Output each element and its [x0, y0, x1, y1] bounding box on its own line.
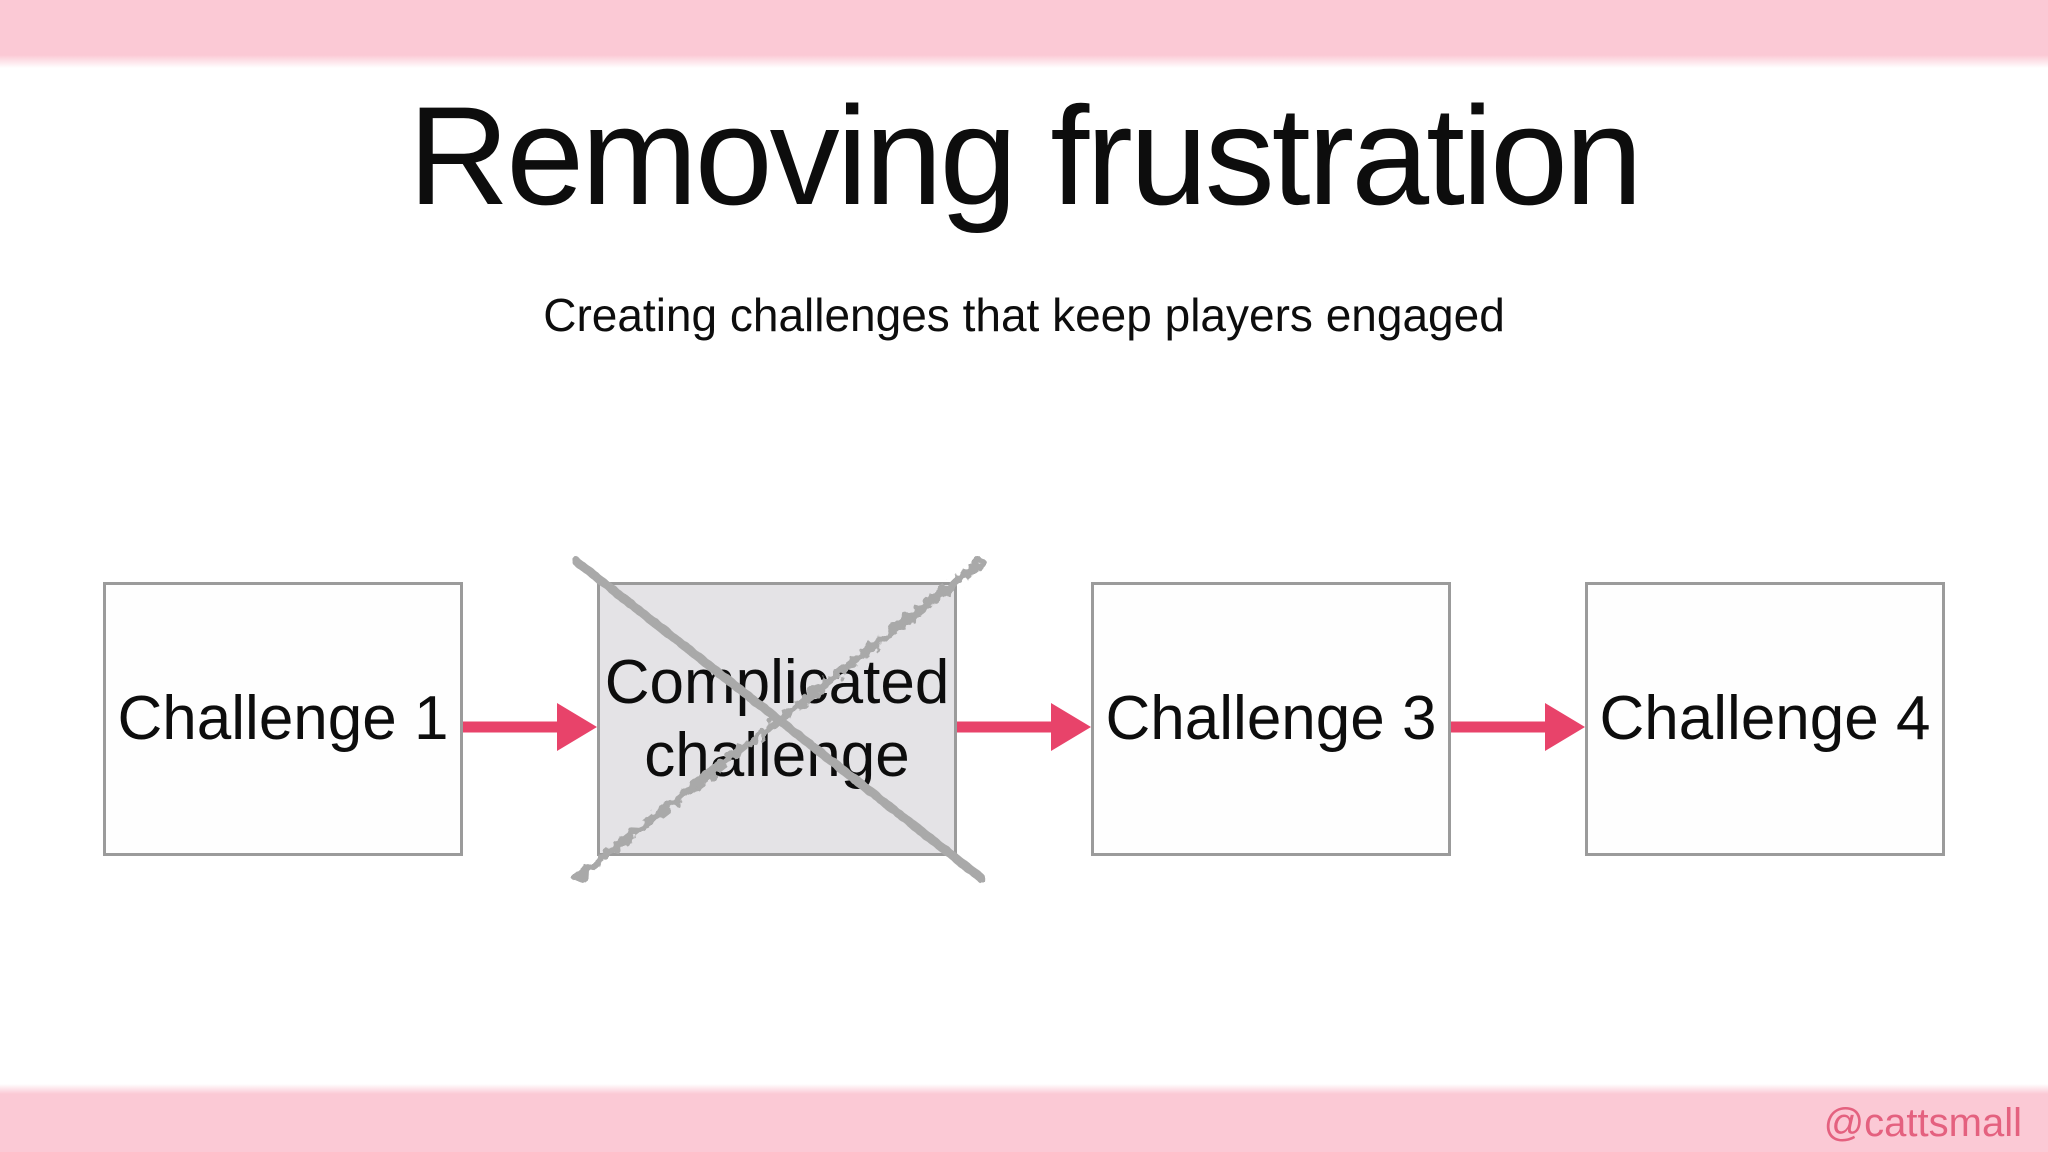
cross-out-x-icon [572, 557, 986, 883]
node-label: Complicated challenge [604, 647, 950, 790]
node-challenge-3: Challenge 3 [1091, 582, 1451, 856]
flow-arrow-icon [1451, 703, 1585, 751]
top-accent-bar [0, 0, 2048, 68]
watermark: @cattsmall [1823, 1100, 2022, 1145]
flow-arrow-icon [957, 703, 1091, 751]
node-challenge-4: Challenge 4 [1585, 582, 1945, 856]
node-label: Challenge 4 [1599, 684, 1931, 754]
slide-title: Removing frustration [408, 77, 1643, 234]
flow-arrow-icon [463, 703, 597, 751]
slide-subtitle: Creating challenges that keep players en… [543, 289, 1505, 341]
bottom-accent-bar: @cattsmall [0, 1084, 2048, 1152]
node-challenge-1: Challenge 1 [103, 582, 463, 856]
node-label: Challenge 1 [117, 684, 449, 754]
node-label: Challenge 3 [1105, 684, 1437, 754]
